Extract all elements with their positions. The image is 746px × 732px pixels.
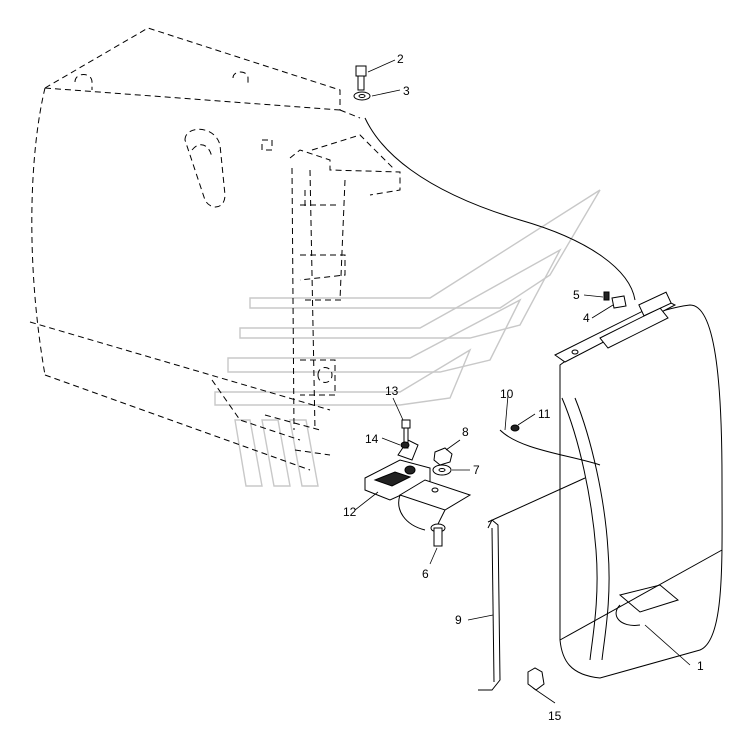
callout-10: 10 xyxy=(500,387,514,401)
callout-15: 15 xyxy=(548,709,562,723)
watermark xyxy=(214,189,601,487)
rod-10 xyxy=(499,429,601,466)
callout-9: 9 xyxy=(455,613,462,627)
callout-14: 14 xyxy=(365,432,379,446)
callout-2: 2 xyxy=(397,52,404,66)
callout-13: 13 xyxy=(385,384,399,398)
rod-9 xyxy=(478,477,586,691)
latch-12 xyxy=(364,439,431,501)
callout-8: 8 xyxy=(462,425,469,439)
callout-7: 7 xyxy=(473,463,480,477)
callout-11: 11 xyxy=(538,407,551,421)
lower-bracket xyxy=(398,479,472,531)
callout-3: 3 xyxy=(403,84,410,98)
screw-5 xyxy=(603,291,610,301)
nut-8 xyxy=(433,447,453,466)
part-14 xyxy=(400,441,410,449)
leader-lines xyxy=(354,59,691,704)
nut-11 xyxy=(510,424,520,432)
side-panel xyxy=(559,304,723,679)
tank-housing xyxy=(29,27,361,471)
callout-5: 5 xyxy=(573,288,580,302)
callout-12: 12 xyxy=(343,505,357,519)
mounting-bracket xyxy=(289,134,401,431)
clip-15 xyxy=(527,667,545,691)
callout-6: 6 xyxy=(422,567,429,581)
callout-4: 4 xyxy=(583,311,590,325)
clip-4 xyxy=(611,295,627,309)
callouts: 1 2 3 4 5 6 7 8 9 10 11 12 13 14 15 xyxy=(343,52,704,723)
hinge xyxy=(554,291,677,363)
bolt-6 xyxy=(430,523,446,547)
callout-1: 1 xyxy=(697,659,704,673)
cable xyxy=(364,117,636,301)
bolt-2 xyxy=(355,65,367,91)
